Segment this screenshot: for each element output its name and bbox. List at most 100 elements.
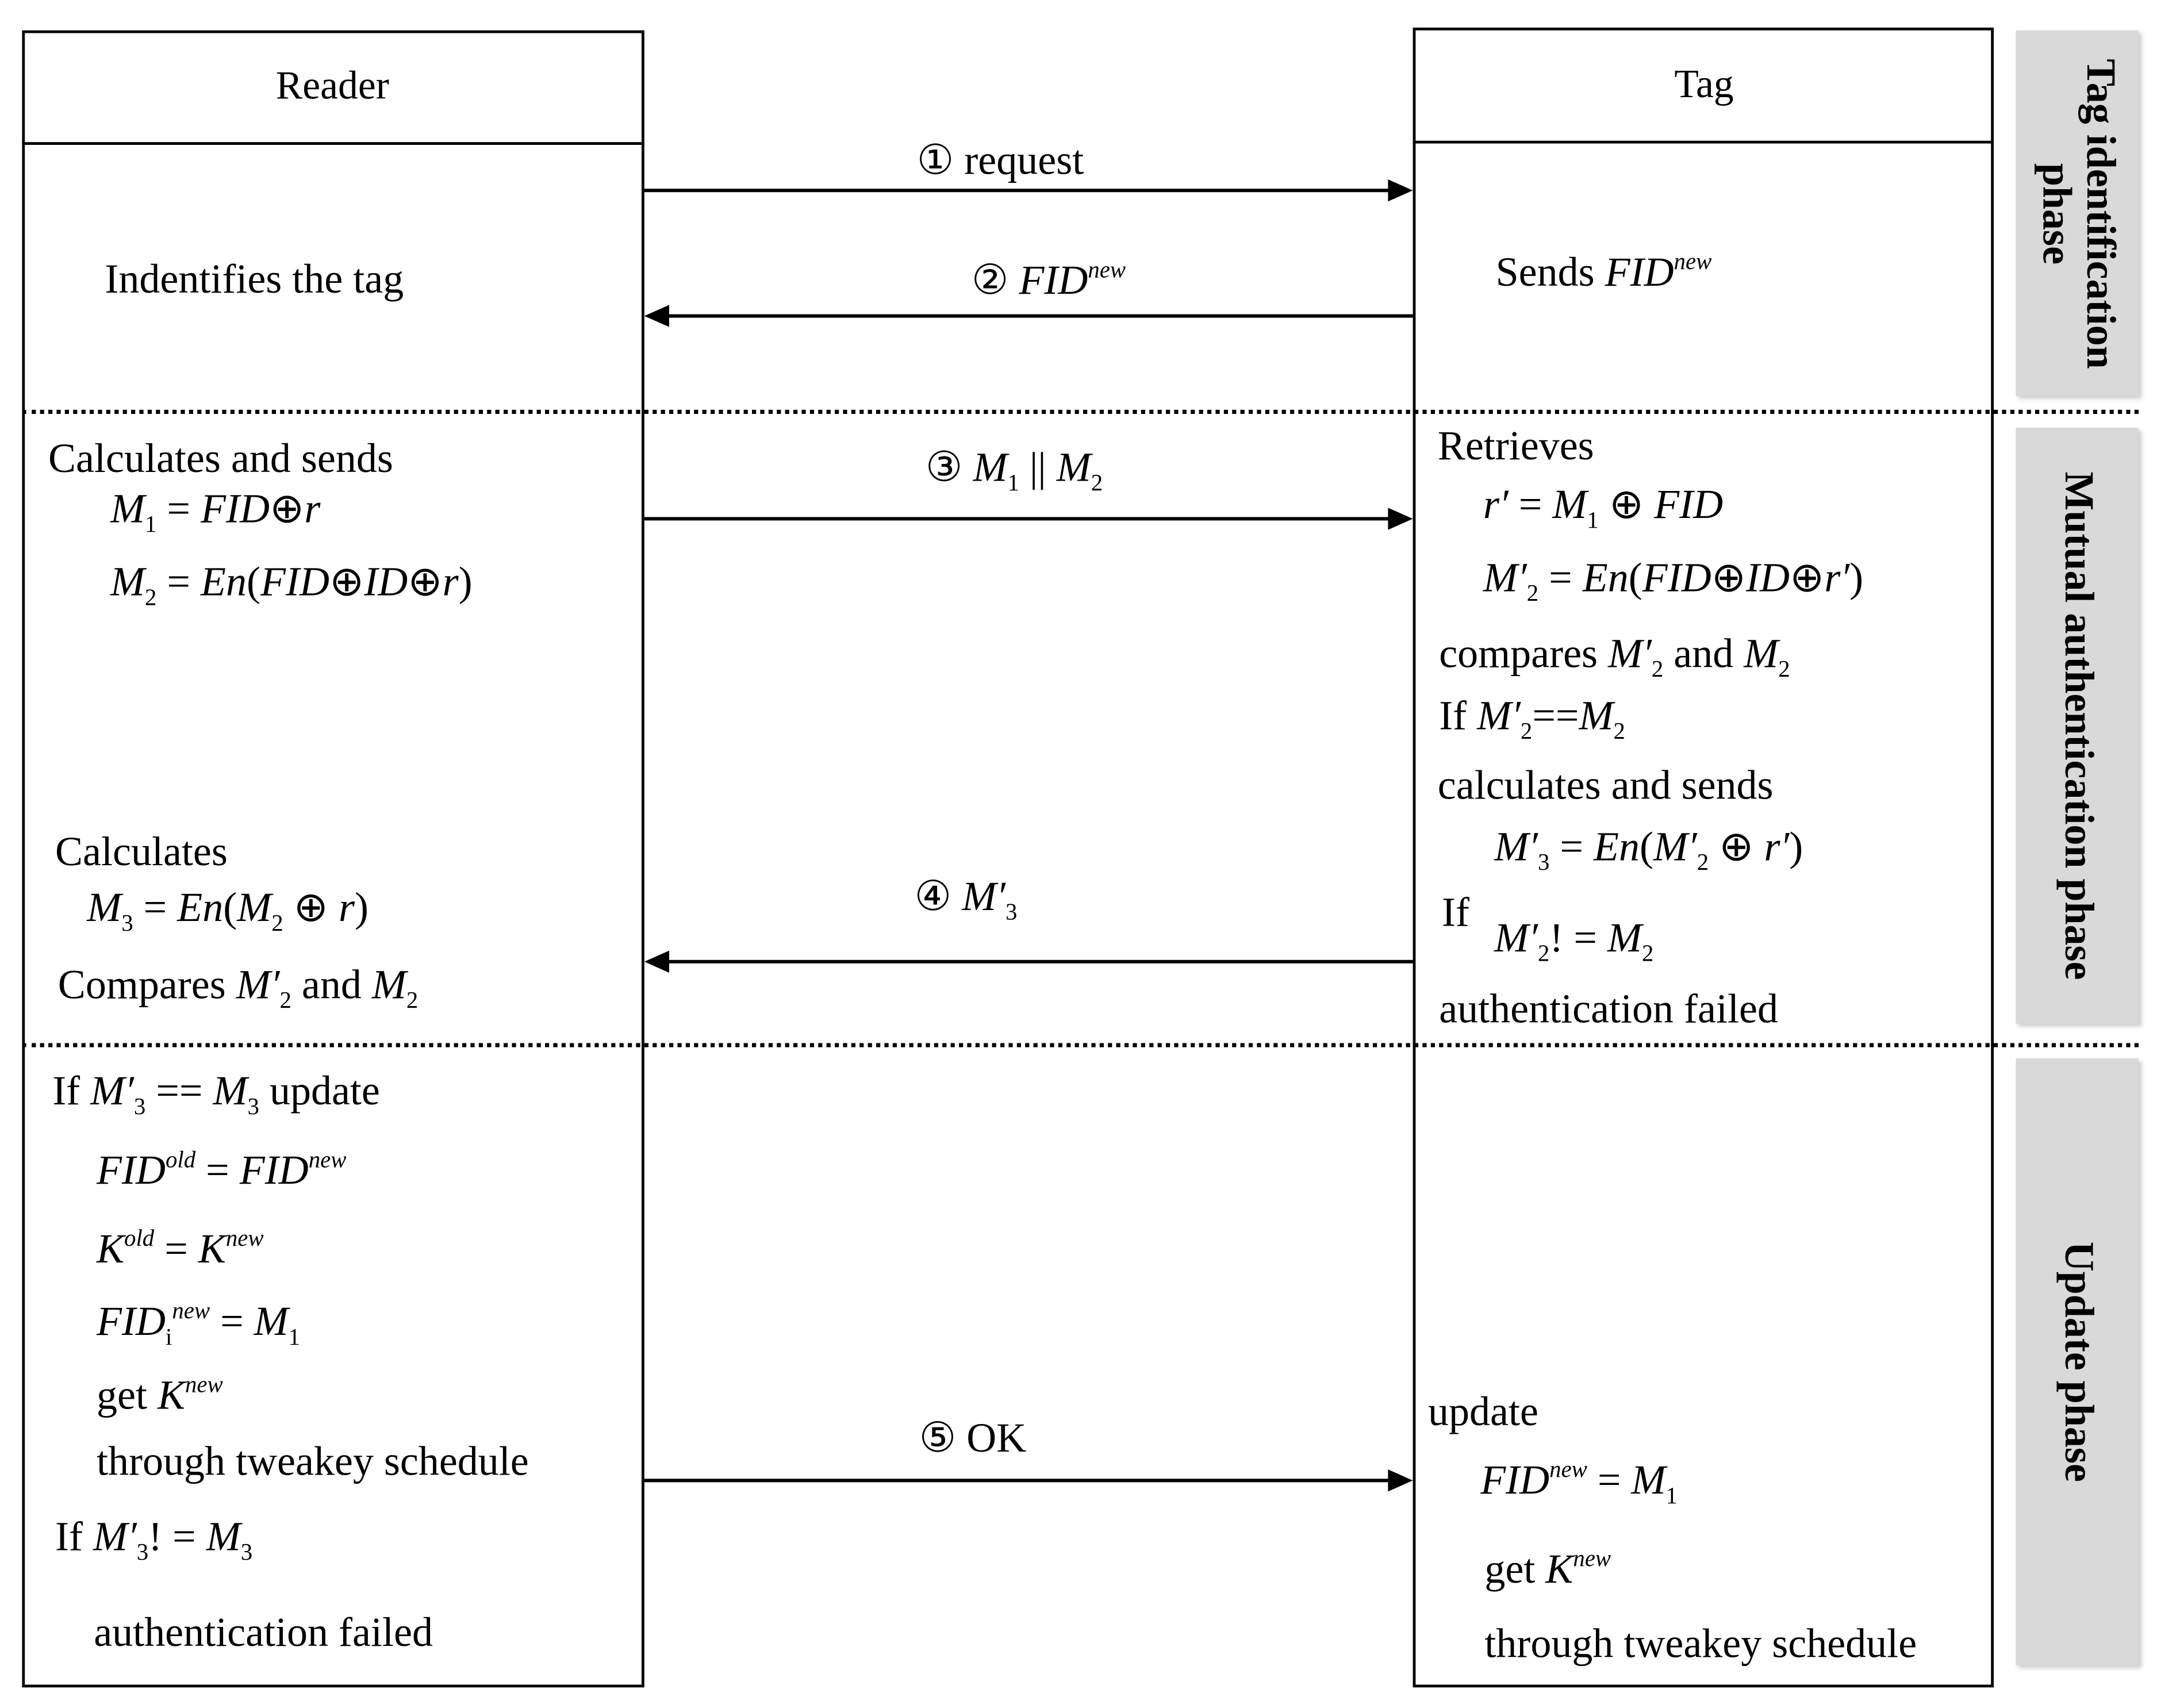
text-segment: FID [97,1147,166,1193]
text-segment: M′ [1653,824,1697,870]
tag-step-text: through tweakey schedule [1484,1620,1917,1669]
text-segment: M [110,559,145,605]
text-segment: ⊕ [269,486,305,532]
text-segment: r [338,885,355,931]
text-segment: new [1573,1545,1611,1572]
text-segment: K [157,1373,186,1419]
text-segment: M [1631,1457,1666,1503]
message-label: ① request [917,137,1084,186]
text-segment: 2 [1697,849,1709,876]
text-segment: ⊕ [283,885,339,931]
tag-lane [1413,28,1994,1688]
text-segment: = [1508,482,1553,528]
tag-step-text: Retrieves [1438,422,1594,471]
text-segment: K [1545,1546,1573,1592]
text-segment: ③ [925,445,973,491]
text-segment: 3 [247,1093,259,1120]
tag-step-text: Sends FIDnew [1496,237,1712,298]
text-segment: r [442,559,459,605]
text-segment: M [110,486,145,532]
text-segment: i [165,1323,172,1350]
message-label: ⑤ OK [919,1414,1027,1464]
reader-header-divider [22,142,644,145]
text-segment: M [254,1299,289,1345]
text-segment: get [97,1373,158,1419]
text-segment: 3 [240,1539,253,1565]
text-segment: = [154,1226,198,1272]
text-segment: FID [1480,1457,1550,1503]
reader-step-text: Kold = Knew [97,1214,264,1275]
arrowhead-icon [644,305,669,327]
message-label: ④ M′3 [915,873,1018,938]
text-segment: 2 [1651,656,1664,682]
text-segment: FID [201,486,270,532]
text-segment: M [1552,482,1587,528]
text-segment: Indentifies the tag [105,256,404,302]
reader-step-text: authentication failed [94,1609,433,1658]
text-segment: ⊕ [1709,824,1764,870]
arrowhead-icon [1388,179,1413,202]
text-segment: ② [971,258,1019,304]
text-segment: En [1582,555,1629,601]
text-segment: M [371,962,406,1008]
arrowhead-icon [1388,1469,1413,1492]
phase-label-update: Update phase [2016,1058,2139,1665]
text-segment: = [1549,824,1594,870]
text-segment: ⊕ [329,559,364,605]
text-segment: calculates and sends [1437,763,1774,809]
text-segment: M′ [962,874,1005,920]
text-segment: ! = [148,1514,206,1560]
text-segment: through tweakey schedule [1484,1621,1917,1667]
reader-step-text: M2 = En(FID⊕ID⊕r) [110,558,473,623]
text-segment: 1 [288,1323,301,1350]
message-label: ② FIDnew [972,245,1126,306]
tag-title: Tag [1674,63,1734,107]
text-segment: ) [1789,824,1803,870]
text-segment: K [198,1226,226,1272]
text-segment: 1 [1665,1482,1678,1509]
text-segment: ID [364,559,408,605]
text-segment: 2 [145,584,157,611]
text-segment: M [206,1514,241,1560]
text-segment: ⊕ [1790,555,1825,601]
reader-step-text: Compares M′2 and M2 [58,961,418,1026]
phase-label-mutual-authentication: Mutual authentication phase [2016,428,2139,1024]
text-segment: FID [97,1299,166,1345]
text-segment: 2 [1641,940,1654,967]
tag-step-text: update [1428,1388,1538,1437]
reader-step-text: Indentifies the tag [105,255,404,305]
text-segment: ) [354,885,369,931]
reader-step-text: Calculates and sends [48,435,393,484]
text-segment: 3 [133,1093,146,1120]
text-segment: update [1428,1389,1538,1435]
text-segment: || [1019,445,1057,491]
arrowhead-icon [644,950,669,973]
phase-divider [22,409,2139,414]
tag-step-text: M′3 = En(M′2 ⊕ r′) [1494,823,1803,888]
text-segment: FID [1654,482,1724,528]
text-segment: M′ [1477,693,1521,739]
text-segment: M [213,1068,248,1115]
text-segment: r′ [1824,555,1850,601]
text-segment: 3 [136,1539,149,1565]
text-segment: ① request [916,138,1084,184]
text-segment: En [177,885,224,931]
text-segment: If [55,1514,93,1560]
phase-label-tag-identification: Tag identification phase [2016,30,2139,396]
text-segment: M′ [1608,631,1652,677]
text-segment: compares [1439,631,1609,677]
text-segment: FID [1605,250,1674,295]
text-segment: ) [1849,555,1864,601]
text-segment: FID [260,559,329,605]
text-segment: M′ [90,1068,134,1115]
text-segment: new [225,1225,264,1252]
phase-divider [22,1043,2139,1047]
text-segment: Retrieves [1437,423,1594,470]
text-segment: old [165,1146,196,1173]
text-segment: M′ [1494,915,1538,961]
text-segment: 3 [1537,849,1550,876]
text-segment: 2 [1526,580,1539,607]
text-segment: = [210,1299,254,1345]
tag-step-text: FIDnew = M1 [1480,1445,1678,1521]
